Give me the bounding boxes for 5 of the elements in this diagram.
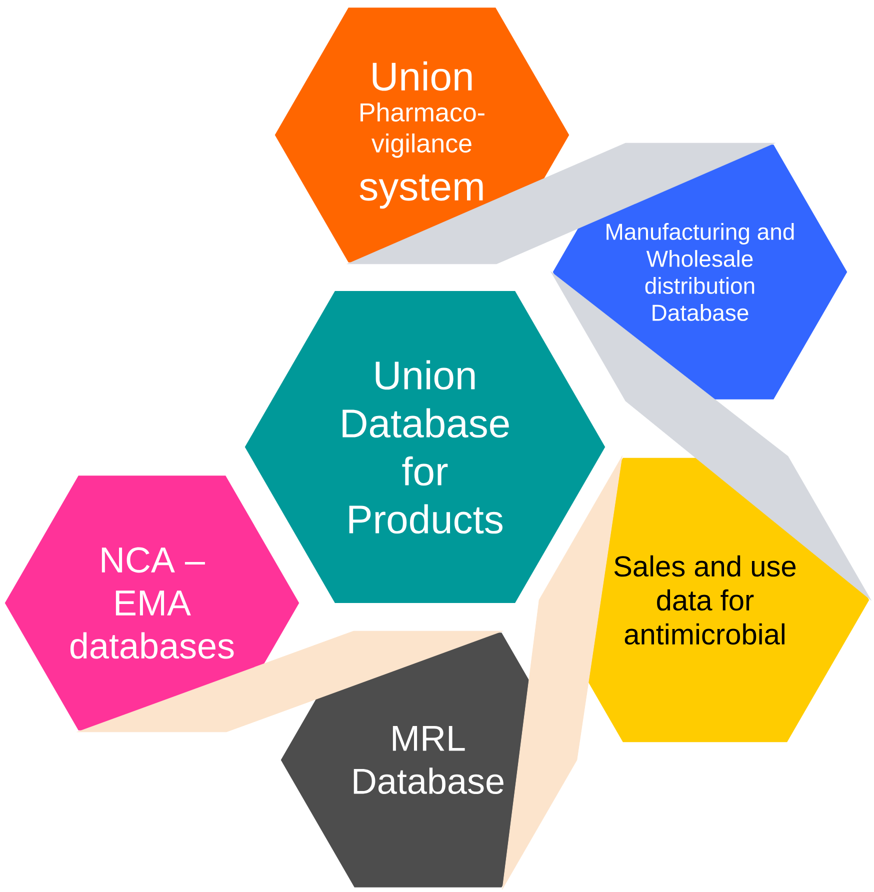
connector-band (502, 456, 622, 890)
hexagon: Union Database for Products (243, 290, 607, 604)
connector-band (347, 142, 775, 264)
connector-band (550, 272, 872, 600)
connector-band (77, 630, 503, 732)
